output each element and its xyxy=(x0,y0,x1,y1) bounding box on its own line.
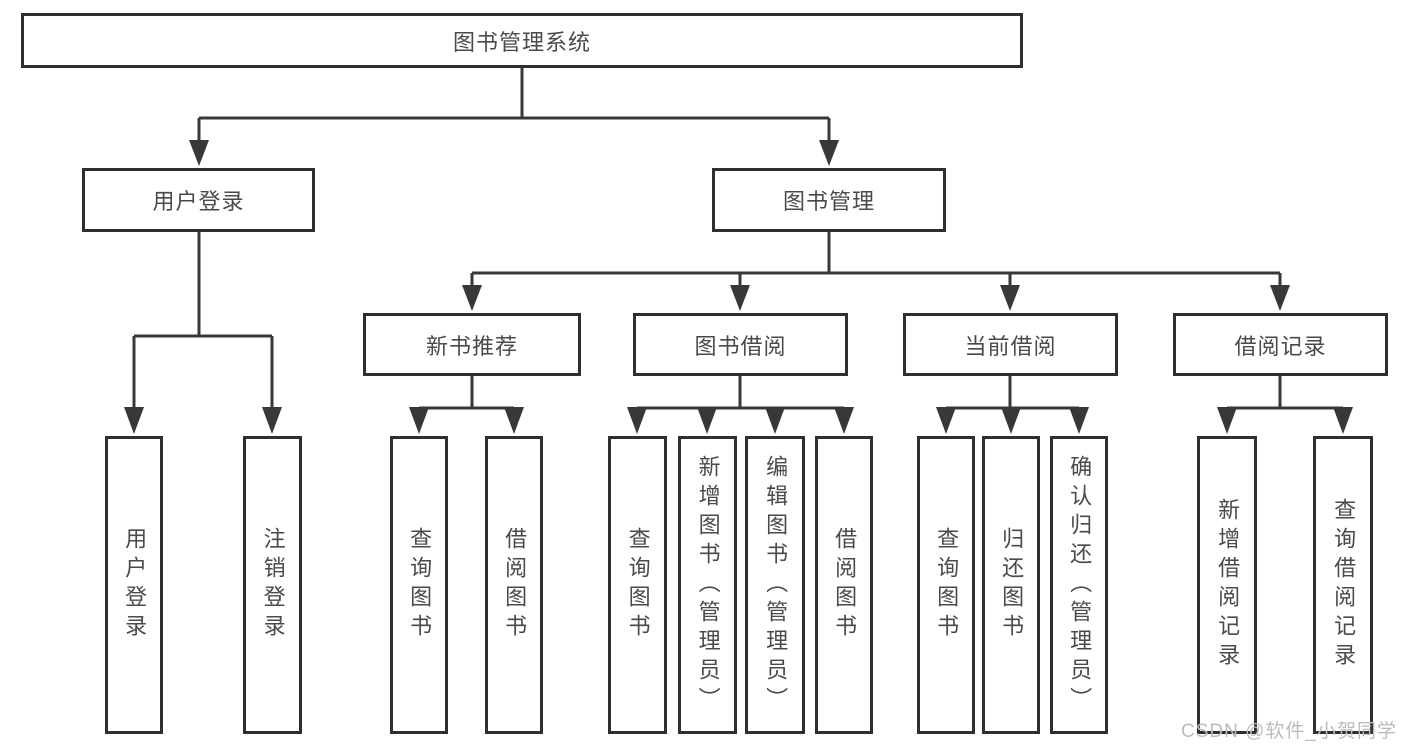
arrowhead-icon xyxy=(1069,407,1089,434)
node-borrow-record: 借阅记录 xyxy=(1173,313,1388,376)
arrowhead-icon xyxy=(504,407,524,434)
node-leaf-add-borrow-record: 新增借阅记录 xyxy=(1197,436,1257,734)
node-label: 用户登录 xyxy=(122,527,148,643)
node-leaf-query-books-current: 查询图书 xyxy=(917,436,975,734)
connector-current-borrow xyxy=(936,376,1089,434)
connector-book-management xyxy=(462,232,1290,311)
arrowhead-icon xyxy=(1217,407,1237,434)
node-label: 借阅图书 xyxy=(832,527,858,643)
watermark: CSDN @软件_小贺同学 xyxy=(1181,721,1397,742)
arrowhead-icon xyxy=(627,407,647,434)
node-leaf-query-books-recommend: 查询图书 xyxy=(390,436,448,734)
arrowhead-icon xyxy=(262,407,282,434)
connector-root xyxy=(189,68,839,166)
connector-user-login xyxy=(124,232,282,434)
node-leaf-query-borrow-record: 查询借阅记录 xyxy=(1313,436,1373,734)
node-user-login: 用户登录 xyxy=(82,168,315,232)
node-current-borrow: 当前借阅 xyxy=(903,313,1118,376)
arrowhead-icon xyxy=(1270,285,1290,311)
node-label: 借阅图书 xyxy=(502,527,528,643)
node-new-book-recommend: 新书推荐 xyxy=(363,313,581,376)
arrowhead-icon xyxy=(1333,407,1353,434)
arrowhead-icon xyxy=(834,407,854,434)
arrowhead-icon xyxy=(124,407,144,434)
node-label: 新增图书（管理员） xyxy=(695,454,721,716)
node-leaf-borrow-books: 借阅图书 xyxy=(815,436,873,734)
node-book-management: 图书管理 xyxy=(712,168,946,232)
connector-borrow-record xyxy=(1217,376,1353,434)
arrowhead-icon xyxy=(1000,285,1020,311)
node-library-management-system: 图书管理系统 xyxy=(21,13,1023,68)
node-leaf-return-books: 归还图书 xyxy=(982,436,1040,734)
connector-new-book-recommend xyxy=(409,376,524,434)
node-label: 归还图书 xyxy=(999,527,1025,643)
node-leaf-borrow-books-recommend: 借阅图书 xyxy=(485,436,543,734)
arrowhead-icon xyxy=(697,407,717,434)
arrowhead-icon xyxy=(462,285,482,311)
arrowhead-icon xyxy=(819,140,839,166)
node-label: 编辑图书（管理员） xyxy=(763,454,789,716)
node-label: 查询图书 xyxy=(407,527,433,643)
arrowhead-icon xyxy=(936,407,956,434)
node-label: 查询借阅记录 xyxy=(1331,498,1357,672)
arrowhead-icon xyxy=(1001,407,1021,434)
arrowhead-icon xyxy=(730,285,750,311)
node-leaf-edit-book-admin: 编辑图书（管理员） xyxy=(745,436,805,734)
arrowhead-icon xyxy=(409,407,429,434)
connector-book-borrow xyxy=(627,376,854,434)
arrowhead-icon xyxy=(765,407,785,434)
node-leaf-logout-login: 注销登录 xyxy=(243,436,302,734)
node-leaf-add-book-admin: 新增图书（管理员） xyxy=(678,436,737,734)
node-label: 查询图书 xyxy=(934,527,960,643)
node-label: 新增借阅记录 xyxy=(1215,498,1241,672)
node-label: 注销登录 xyxy=(260,527,286,643)
node-label: 确认归还（管理员） xyxy=(1067,454,1093,716)
arrowhead-icon xyxy=(189,140,209,166)
node-leaf-confirm-return-admin: 确认归还（管理员） xyxy=(1050,436,1108,734)
node-leaf-query-books-borrow: 查询图书 xyxy=(608,436,667,734)
node-label: 查询图书 xyxy=(625,527,651,643)
node-leaf-user-login: 用户登录 xyxy=(105,436,163,734)
node-book-borrow: 图书借阅 xyxy=(633,313,848,376)
